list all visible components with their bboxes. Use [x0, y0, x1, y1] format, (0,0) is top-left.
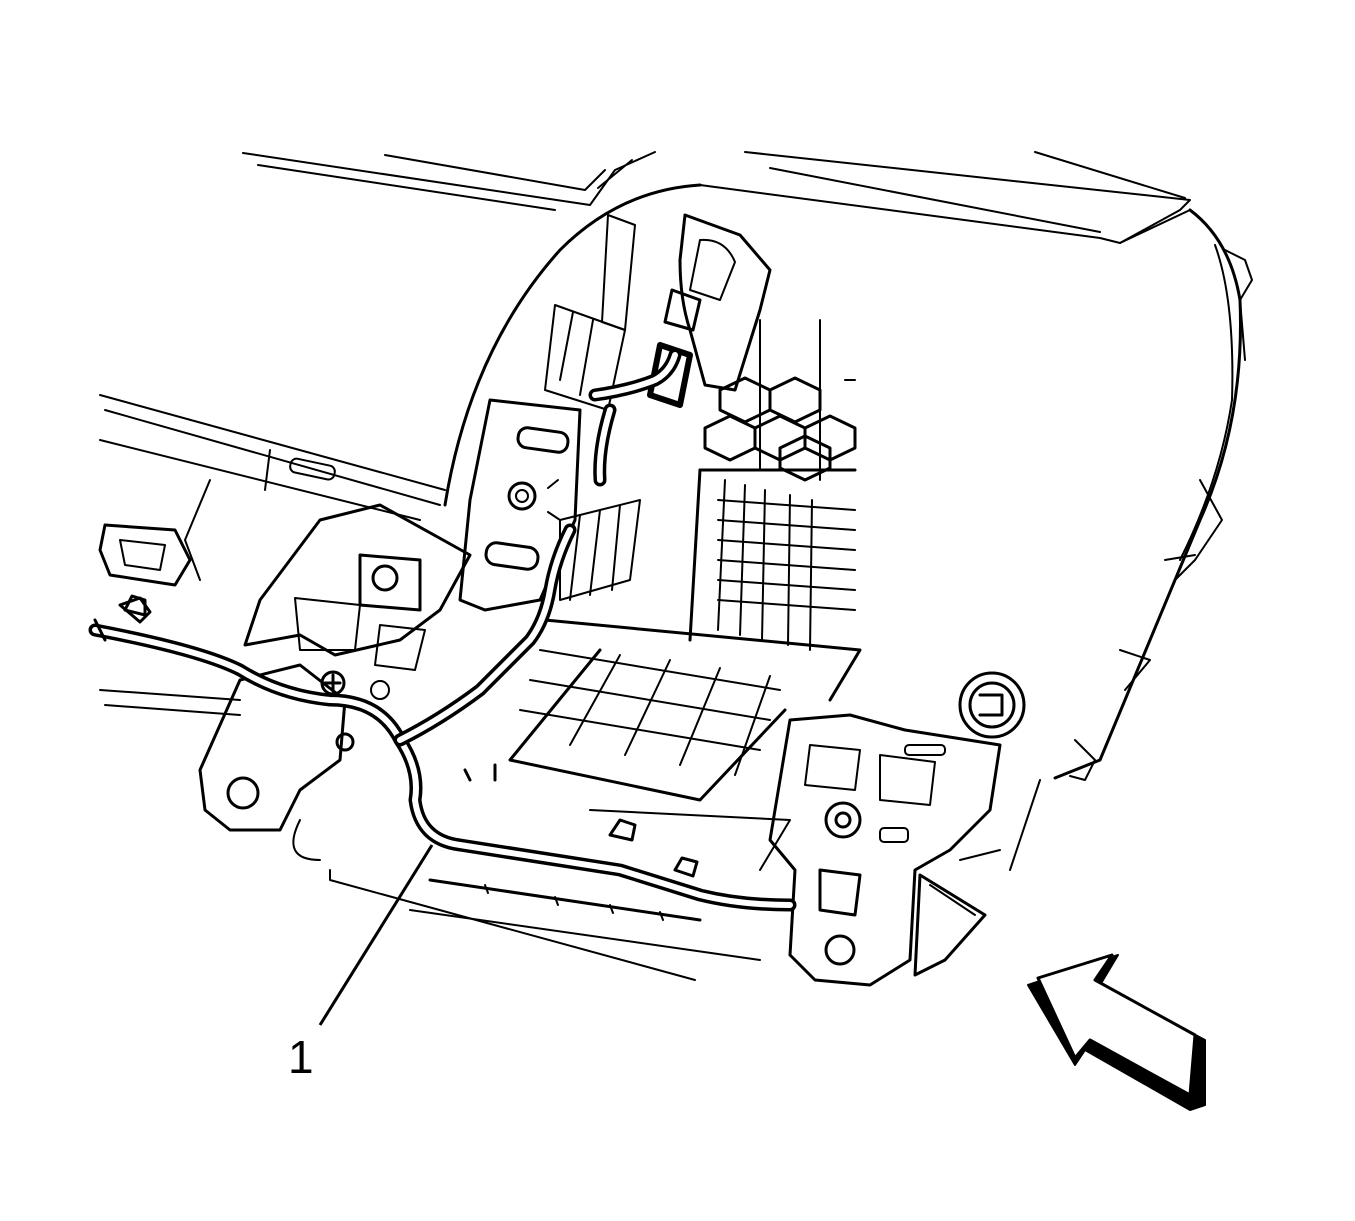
central-ribs: [559, 468, 857, 651]
left-dash-panel: [99, 394, 446, 716]
upper-dash-panel: [242, 151, 656, 211]
wiring-harness: [88, 348, 797, 912]
right-housing-fitting: [958, 671, 1026, 739]
console-lid: [699, 151, 1191, 244]
console-housing: [443, 183, 1253, 871]
callout-leader-line: [318, 844, 434, 1026]
side-mount-bracket: [458, 398, 582, 612]
floor-tray: [508, 618, 862, 871]
left-clips: [98, 523, 192, 624]
callout-1-label: 1: [288, 1031, 314, 1083]
right-mount-bracket: [768, 713, 1002, 987]
harness-clips: [123, 594, 699, 878]
lower-dash-edge: [292, 819, 761, 981]
view-direction-arrow: [1027, 953, 1206, 1111]
lower-right-deflector: [913, 849, 1001, 977]
honeycomb-ribs: [703, 319, 857, 482]
left-mount-bracket: [198, 503, 472, 832]
